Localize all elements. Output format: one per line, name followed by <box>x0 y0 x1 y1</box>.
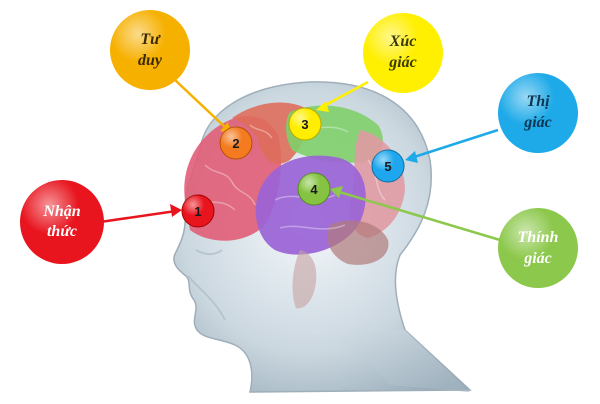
bubble-label-line-2: duy <box>138 52 163 69</box>
connectors <box>99 79 501 242</box>
bubble-tu-duy: Tư duy <box>110 10 190 90</box>
marker-2: 2 <box>219 126 253 160</box>
arrowhead-thinh-giac <box>330 186 343 198</box>
bubble-nhan-thuc: Nhận thức <box>20 180 104 264</box>
number-markers: 1 2 3 5 4 <box>181 107 405 228</box>
cerebellum <box>327 220 389 265</box>
bubble-label-line-2: thức <box>47 223 77 240</box>
bubble-label-line-2: giác <box>523 114 552 131</box>
bubble-label-line-2: giác <box>388 54 417 71</box>
bubble-label-line-1: Tư <box>140 31 161 48</box>
arrowhead-thi-giac <box>405 151 418 163</box>
bubble-label-line-1: Thị <box>526 93 550 110</box>
arrow-thinh-giac <box>335 189 501 242</box>
marker-number: 2 <box>232 136 239 151</box>
marker-number: 1 <box>194 204 201 219</box>
brain <box>184 102 405 309</box>
marker-3: 3 <box>288 107 322 141</box>
marker-number: 5 <box>384 159 391 174</box>
marker-number: 4 <box>310 182 318 197</box>
marker-1: 1 <box>181 194 215 228</box>
bubble-thi-giac: Thị giác <box>498 73 578 153</box>
bubble-label-line-1: Xúc <box>389 33 417 50</box>
arrowhead-nhan-thuc <box>170 204 182 217</box>
arrow-thi-giac <box>410 128 499 160</box>
arrow-tu-duy <box>174 79 227 129</box>
marker-number: 3 <box>301 117 308 132</box>
bubble-xuc-giac: Xúc giác <box>363 13 443 93</box>
label-bubbles: Nhận thức Tư duy Xúc giác Thị giác Thính… <box>20 10 578 288</box>
arrow-nhan-thuc <box>99 209 177 224</box>
bubble-thinh-giac: Thính giác <box>498 208 578 288</box>
bubble-label-line-1: Nhận <box>42 203 80 220</box>
arrow-xuc-giac <box>321 80 369 109</box>
marker-4: 4 <box>297 172 331 206</box>
arrowhead-xuc-giac <box>316 101 329 112</box>
marker-5: 5 <box>371 149 405 183</box>
bubble-label-line-1: Thính <box>518 229 559 246</box>
bubble-label-line-2: giác <box>523 250 552 267</box>
brain-stem <box>292 250 317 309</box>
